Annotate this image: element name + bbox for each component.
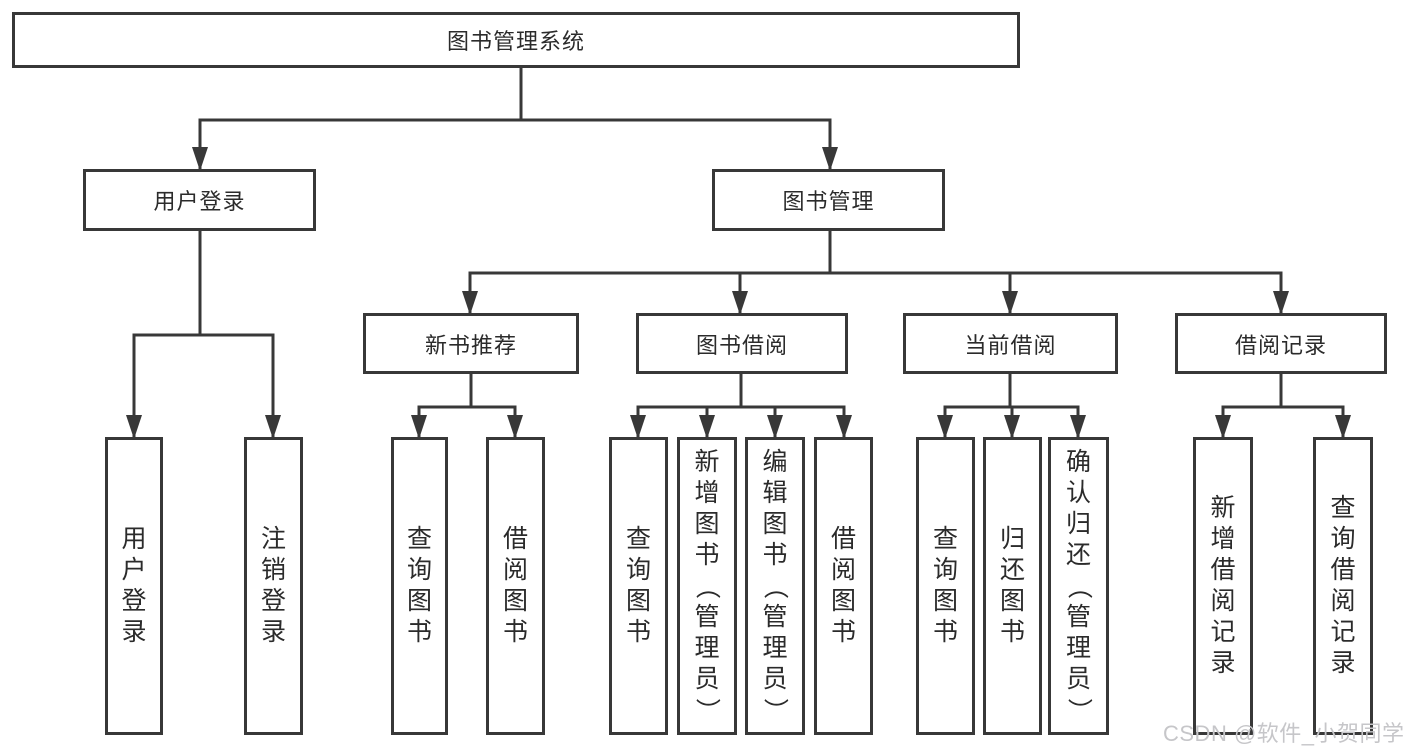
node-borrow-add-books-admin: 新增图书（管理员）	[677, 437, 737, 735]
node-current-confirm-return-admin: 确认归还（管理员）	[1048, 437, 1109, 735]
node-book-borrow: 图书借阅	[636, 313, 848, 374]
node-borrow-borrow-books: 借阅图书	[814, 437, 873, 735]
node-records-query-record: 查询借阅记录	[1313, 437, 1373, 735]
node-user-login: 用户登录	[83, 169, 316, 231]
node-new-rec-query-books: 查询图书	[391, 437, 448, 735]
node-leaf-logout: 注销登录	[244, 437, 303, 735]
watermark: CSDN @软件_小贺同学	[1163, 721, 1405, 746]
node-current-return-books: 归还图书	[983, 437, 1042, 735]
node-borrow-edit-books-admin: 编辑图书（管理员）	[745, 437, 805, 735]
node-current-borrow: 当前借阅	[903, 313, 1118, 374]
node-book-management: 图书管理	[712, 169, 945, 231]
node-current-query-books: 查询图书	[916, 437, 975, 735]
node-borrow-query-books: 查询图书	[609, 437, 668, 735]
node-records-add-record: 新增借阅记录	[1193, 437, 1253, 735]
node-new-rec-borrow-books: 借阅图书	[486, 437, 545, 735]
node-leaf-user-login: 用户登录	[105, 437, 163, 735]
node-borrow-records: 借阅记录	[1175, 313, 1387, 374]
node-new-book-recommend: 新书推荐	[363, 313, 579, 374]
node-root-system: 图书管理系统	[12, 12, 1020, 68]
